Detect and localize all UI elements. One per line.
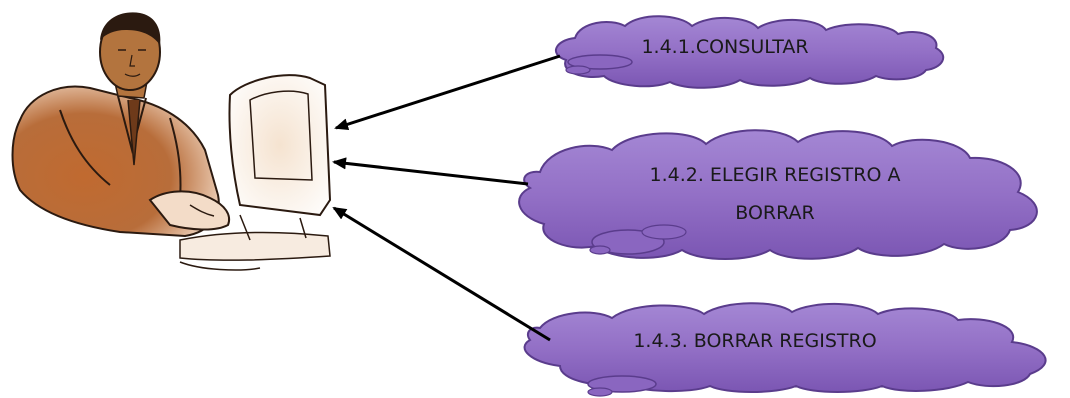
arrow-elegir-registro [332,157,529,186]
person-at-computer-icon [11,12,332,271]
cloud-consultar [554,15,945,89]
cloud-label-elegir-registro: 1.4.2. ELEGIR REGISTRO A BORRAR [649,164,901,224]
cloud-elegir-registro [518,129,1038,260]
monitor [228,74,332,217]
arrow-borrar-registro [332,206,551,342]
cloud-label-consultar: 1.4.1.CONSULTAR [641,36,809,58]
cloud-label-borrar-registro: 1.4.3. BORRAR REGISTRO [633,330,877,352]
arrow-consultar [334,54,561,131]
cloud-borrar-registro [523,302,1047,397]
